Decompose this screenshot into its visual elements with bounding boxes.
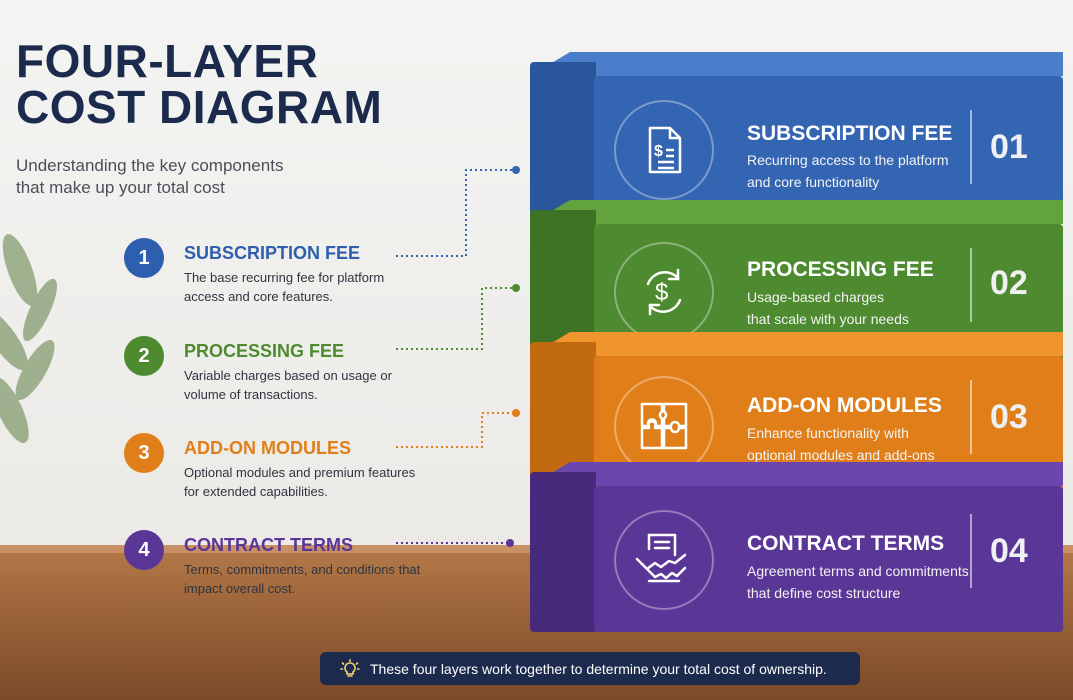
block-number: 01: [990, 128, 1028, 166]
item-title: CONTRACT TERMS: [184, 535, 353, 555]
item-description: Terms, commitments, and conditions that …: [184, 562, 421, 596]
title-line-1: FOUR-LAYER: [16, 35, 319, 87]
block-divider: [970, 514, 972, 588]
item-title: ADD-ON MODULES: [184, 438, 351, 458]
banner-text: These four layers work together to deter…: [370, 660, 827, 677]
lightbulb-icon: [340, 658, 360, 677]
page-subtitle: Understanding the key components that ma…: [16, 155, 336, 199]
item-description: Variable charges based on usage or volum…: [184, 368, 392, 402]
layer-block-subscription-fee: $ SUBSCRIPTION FEE Recurring access to t…: [530, 52, 1063, 222]
svg-text:$: $: [655, 279, 668, 306]
connector-subscription-fee: [396, 169, 516, 257]
block-description-line-1: Recurring access to the platform: [747, 152, 949, 168]
number-badge: 3: [124, 433, 164, 473]
block-description: Enhance functionality with optional modu…: [747, 422, 935, 466]
puzzle-icon: [614, 376, 714, 476]
handshake-contract-icon: [614, 510, 714, 610]
block-number: 04: [990, 532, 1028, 570]
block-title: ADD-ON MODULES: [747, 394, 942, 417]
block-description: Agreement terms and commitments that def…: [747, 560, 969, 604]
block-description: Usage-based charges that scale with your…: [747, 286, 909, 330]
block-top-face: [530, 462, 1063, 486]
block-top-face: [530, 332, 1063, 356]
block-top-face: [530, 52, 1063, 76]
dollar-cycle-icon: $: [614, 242, 714, 342]
block-top-face: [530, 200, 1063, 224]
block-title: SUBSCRIPTION FEE: [747, 122, 953, 145]
plant-decoration: [0, 234, 57, 444]
block-description-line-2: optional modules and add-ons: [747, 447, 935, 463]
number-badge: 2: [124, 336, 164, 376]
number-badge: 4: [124, 530, 164, 570]
page-title: FOUR-LAYER COST DIAGRAM: [16, 38, 382, 130]
block-title: PROCESSING FEE: [747, 258, 934, 281]
block-number: 02: [990, 264, 1028, 302]
subtitle-line-2: that make up your total cost: [16, 178, 225, 197]
block-description-line-2: that scale with your needs: [747, 311, 909, 327]
block-description-line-2: and core functionality: [747, 174, 880, 190]
title-line-2: COST DIAGRAM: [16, 81, 383, 133]
block-description-line-1: Usage-based charges: [747, 289, 884, 305]
block-divider: [970, 380, 972, 454]
number-badge: 1: [124, 238, 164, 278]
footer-banner: These four layers work together to deter…: [320, 652, 860, 685]
block-number: 03: [990, 398, 1028, 436]
item-title: SUBSCRIPTION FEE: [184, 243, 361, 263]
connector-dot: [512, 409, 520, 417]
block-side-face: [530, 472, 596, 632]
block-divider: [970, 110, 972, 184]
item-description: The base recurring fee for platform acce…: [184, 270, 385, 304]
block-description-line-1: Enhance functionality with: [747, 425, 909, 441]
block-side-face: [530, 62, 596, 222]
connector-dot: [512, 166, 520, 174]
connector-dot: [512, 284, 520, 292]
svg-text:$: $: [654, 143, 663, 160]
block-description: Recurring access to the platform and cor…: [747, 149, 949, 193]
item-description: Optional modules and premium features fo…: [184, 465, 416, 499]
document-dollar-icon: $: [614, 100, 714, 200]
block-description-line-2: that define cost structure: [747, 585, 901, 601]
block-divider: [970, 248, 972, 322]
block-description-line-1: Agreement terms and commitments: [747, 563, 969, 579]
item-title: PROCESSING FEE: [184, 341, 345, 361]
block-title: CONTRACT TERMS: [747, 532, 945, 555]
layer-block-contract-terms: CONTRACT TERMS Agreement terms and commi…: [530, 462, 1063, 632]
connector-add-on-modules: [396, 412, 516, 448]
subtitle-line-1: Understanding the key components: [16, 156, 284, 175]
